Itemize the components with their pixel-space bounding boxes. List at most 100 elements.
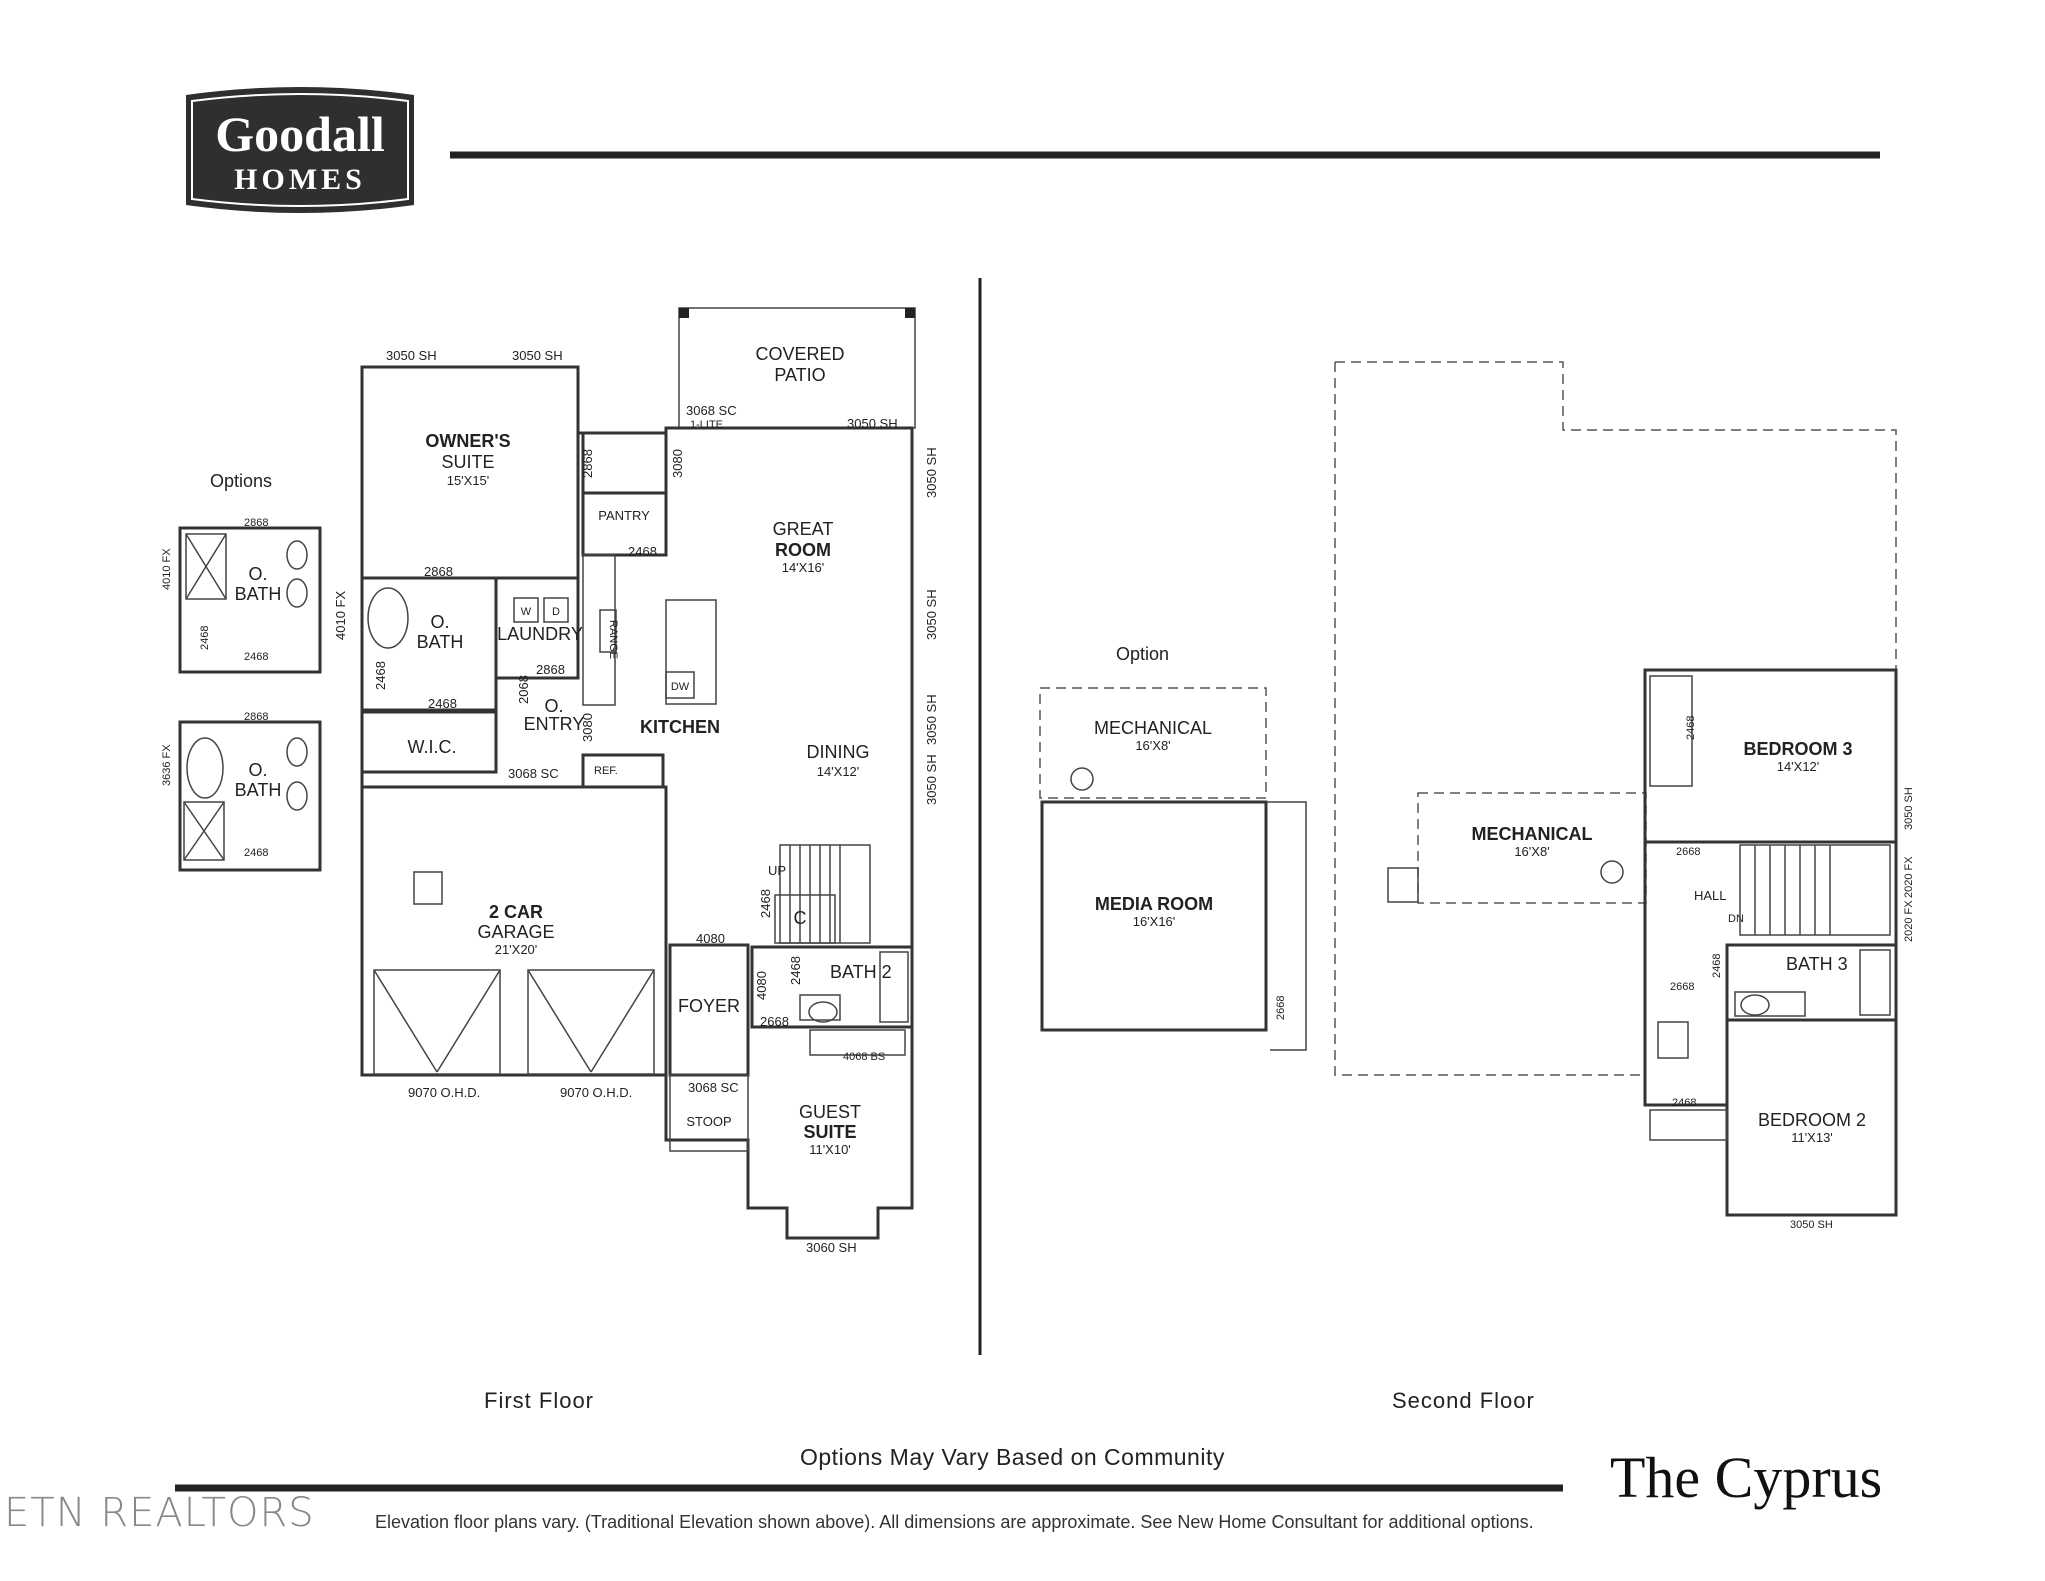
svg-text:UP: UP [768, 863, 786, 878]
covered-patio-label: COVERED [755, 344, 844, 364]
svg-text:GUEST: GUEST [799, 1102, 861, 1122]
svg-text:14'X12': 14'X12' [1777, 759, 1820, 774]
svg-text:9070 O.H.D.: 9070 O.H.D. [560, 1085, 632, 1100]
svg-text:3050 SH: 3050 SH [924, 447, 939, 498]
second-floor-stairs [1739, 844, 1891, 936]
svg-text:OWNER'S: OWNER'S [425, 431, 510, 451]
svg-text:3050 SH: 3050 SH [1903, 787, 1915, 830]
svg-text:3050 SH: 3050 SH [386, 348, 437, 363]
svg-text:W: W [521, 606, 532, 618]
svg-text:BATH 2: BATH 2 [830, 962, 892, 982]
svg-text:16'X16': 16'X16' [1133, 914, 1176, 929]
svg-text:2668: 2668 [1275, 996, 1287, 1020]
svg-text:2468: 2468 [428, 696, 457, 711]
svg-text:3080: 3080 [580, 713, 595, 742]
model-name: The Cyprus [1610, 1445, 1883, 1510]
svg-text:ROOM: ROOM [775, 540, 831, 560]
owner-bath-options: Options O. BATH 2868 4010 FX 2468 2468 O… [161, 471, 322, 872]
svg-text:O.: O. [430, 612, 449, 632]
svg-text:2668: 2668 [1676, 846, 1700, 858]
svg-text:2020 FX: 2020 FX [1903, 900, 1915, 942]
svg-text:2068: 2068 [516, 675, 531, 704]
svg-text:HALL: HALL [1694, 888, 1727, 903]
goodall-homes-logo: Goodall HOMES [180, 85, 420, 215]
svg-text:GARAGE: GARAGE [477, 922, 554, 942]
first-floor-plan: COVERED PATIO OWNER'S SUITE 15'X15' 3050… [333, 307, 939, 1255]
svg-text:11'X13': 11'X13' [1791, 1130, 1833, 1145]
svg-text:14'X12': 14'X12' [817, 764, 860, 779]
svg-text:Option: Option [1116, 644, 1169, 664]
svg-text:2468: 2468 [373, 661, 388, 690]
svg-text:2868: 2868 [244, 517, 268, 529]
second-floor-option: Option MECHANICAL 16'X8' MEDIA ROOM 16'X… [1039, 644, 1307, 1051]
svg-text:GREAT: GREAT [773, 519, 834, 539]
svg-text:PATIO: PATIO [774, 365, 825, 385]
svg-text:16'X8': 16'X8' [1135, 738, 1170, 753]
svg-text:C: C [794, 908, 807, 928]
svg-text:ENTRY: ENTRY [524, 714, 585, 734]
disclaimer-text: Elevation floor plans vary. (Traditional… [375, 1512, 1534, 1532]
svg-text:W.I.C.: W.I.C. [408, 737, 457, 757]
svg-text:14'X16': 14'X16' [782, 560, 825, 575]
svg-text:LAUNDRY: LAUNDRY [497, 624, 583, 644]
svg-text:2468: 2468 [1685, 716, 1697, 740]
svg-text:4068 BS: 4068 BS [843, 1051, 885, 1063]
svg-text:2468: 2468 [628, 544, 657, 559]
svg-text:2468: 2468 [1672, 1097, 1696, 1109]
svg-text:21'X20': 21'X20' [495, 942, 538, 957]
svg-text:Options: Options [210, 471, 272, 491]
svg-text:2868: 2868 [580, 449, 595, 478]
svg-text:D: D [552, 606, 560, 618]
svg-text:2868: 2868 [244, 711, 268, 723]
svg-text:4010 FX: 4010 FX [161, 548, 173, 590]
svg-text:SUITE: SUITE [441, 452, 494, 472]
svg-text:15'X15': 15'X15' [447, 473, 490, 488]
svg-text:2 CAR: 2 CAR [489, 902, 543, 922]
svg-text:16'X8': 16'X8' [1514, 844, 1549, 859]
svg-text:3050 SH: 3050 SH [924, 589, 939, 640]
svg-text:3050 SH: 3050 SH [924, 694, 939, 745]
svg-text:PANTRY: PANTRY [598, 508, 650, 523]
svg-text:3080: 3080 [670, 449, 685, 478]
svg-text:REF.: REF. [594, 765, 618, 777]
svg-text:STOOP: STOOP [686, 1114, 731, 1129]
svg-text:1-LITE: 1-LITE [690, 419, 723, 431]
svg-text:BATH 3: BATH 3 [1786, 954, 1848, 974]
svg-text:Goodall: Goodall [215, 106, 385, 162]
first-floor-stairs [779, 844, 871, 944]
svg-text:SUITE: SUITE [803, 1122, 856, 1142]
first-floor-caption: First Floor [484, 1388, 594, 1413]
svg-text:3636 FX: 3636 FX [161, 744, 173, 786]
svg-text:O.: O. [544, 696, 563, 716]
second-floor-plan: MECHANICAL 16'X8' BEDROOM 3 14'X12' 2468… [1334, 361, 1915, 1231]
svg-text:2668: 2668 [1670, 981, 1694, 993]
svg-text:4080: 4080 [754, 971, 769, 1000]
svg-text:3060 SH: 3060 SH [806, 1240, 857, 1255]
svg-text:2468: 2468 [244, 651, 268, 663]
svg-text:MECHANICAL: MECHANICAL [1472, 824, 1593, 844]
svg-text:O.: O. [248, 564, 267, 584]
svg-text:KITCHEN: KITCHEN [640, 717, 720, 737]
svg-text:3068 SC: 3068 SC [686, 403, 737, 418]
svg-text:3050 SH: 3050 SH [924, 754, 939, 805]
svg-text:3050 SH: 3050 SH [1790, 1219, 1833, 1231]
svg-text:3068 SC: 3068 SC [508, 766, 559, 781]
svg-text:3050 SH: 3050 SH [847, 416, 898, 431]
svg-text:9070 O.H.D.: 9070 O.H.D. [408, 1085, 480, 1100]
svg-text:DW: DW [671, 681, 690, 693]
svg-text:11'X10': 11'X10' [809, 1142, 851, 1157]
svg-text:BATH: BATH [235, 780, 282, 800]
svg-text:4080: 4080 [696, 931, 725, 946]
svg-text:2868: 2868 [536, 662, 565, 677]
svg-text:2468: 2468 [788, 956, 803, 985]
svg-text:BEDROOM 3: BEDROOM 3 [1743, 739, 1852, 759]
svg-text:HOMES: HOMES [234, 163, 366, 196]
svg-text:FOYER: FOYER [678, 996, 740, 1016]
svg-text:2468: 2468 [244, 847, 268, 859]
svg-text:2468: 2468 [199, 626, 211, 650]
options-note: Options May Vary Based on Community [800, 1444, 1225, 1470]
svg-text:RANGE: RANGE [607, 620, 619, 659]
svg-text:2668: 2668 [760, 1014, 789, 1029]
svg-text:4010 FX: 4010 FX [333, 591, 348, 640]
